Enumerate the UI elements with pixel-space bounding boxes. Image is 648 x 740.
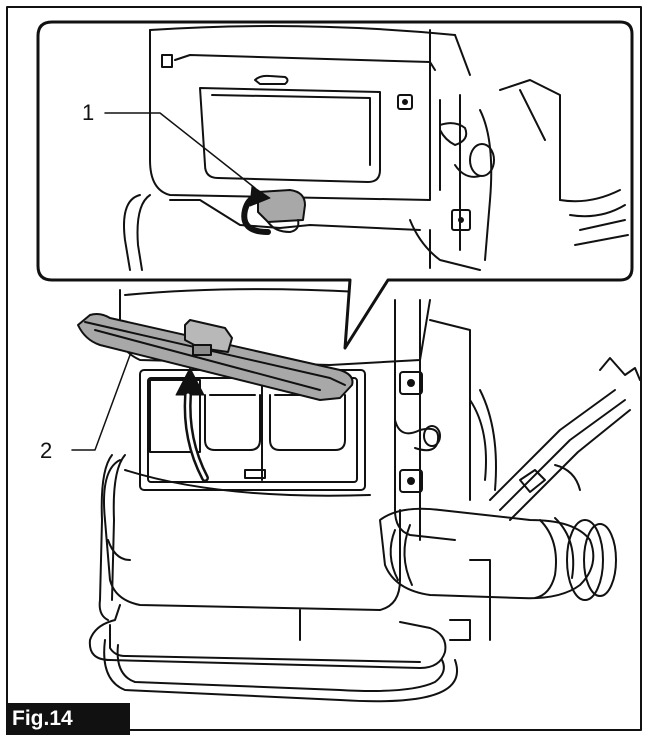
callout-1: 1 xyxy=(82,100,95,125)
machine-body xyxy=(88,288,641,703)
outer-border xyxy=(6,6,642,731)
inset-arrow-head xyxy=(249,185,271,207)
leader-line-1 xyxy=(104,112,256,189)
battery-cover xyxy=(77,313,354,401)
figure-label: Fig.14 xyxy=(6,703,130,735)
callout-2: 2 xyxy=(40,438,53,463)
leader-line-2 xyxy=(71,354,131,451)
inset-detail xyxy=(36,20,634,350)
lift-arrow-head xyxy=(175,367,205,396)
